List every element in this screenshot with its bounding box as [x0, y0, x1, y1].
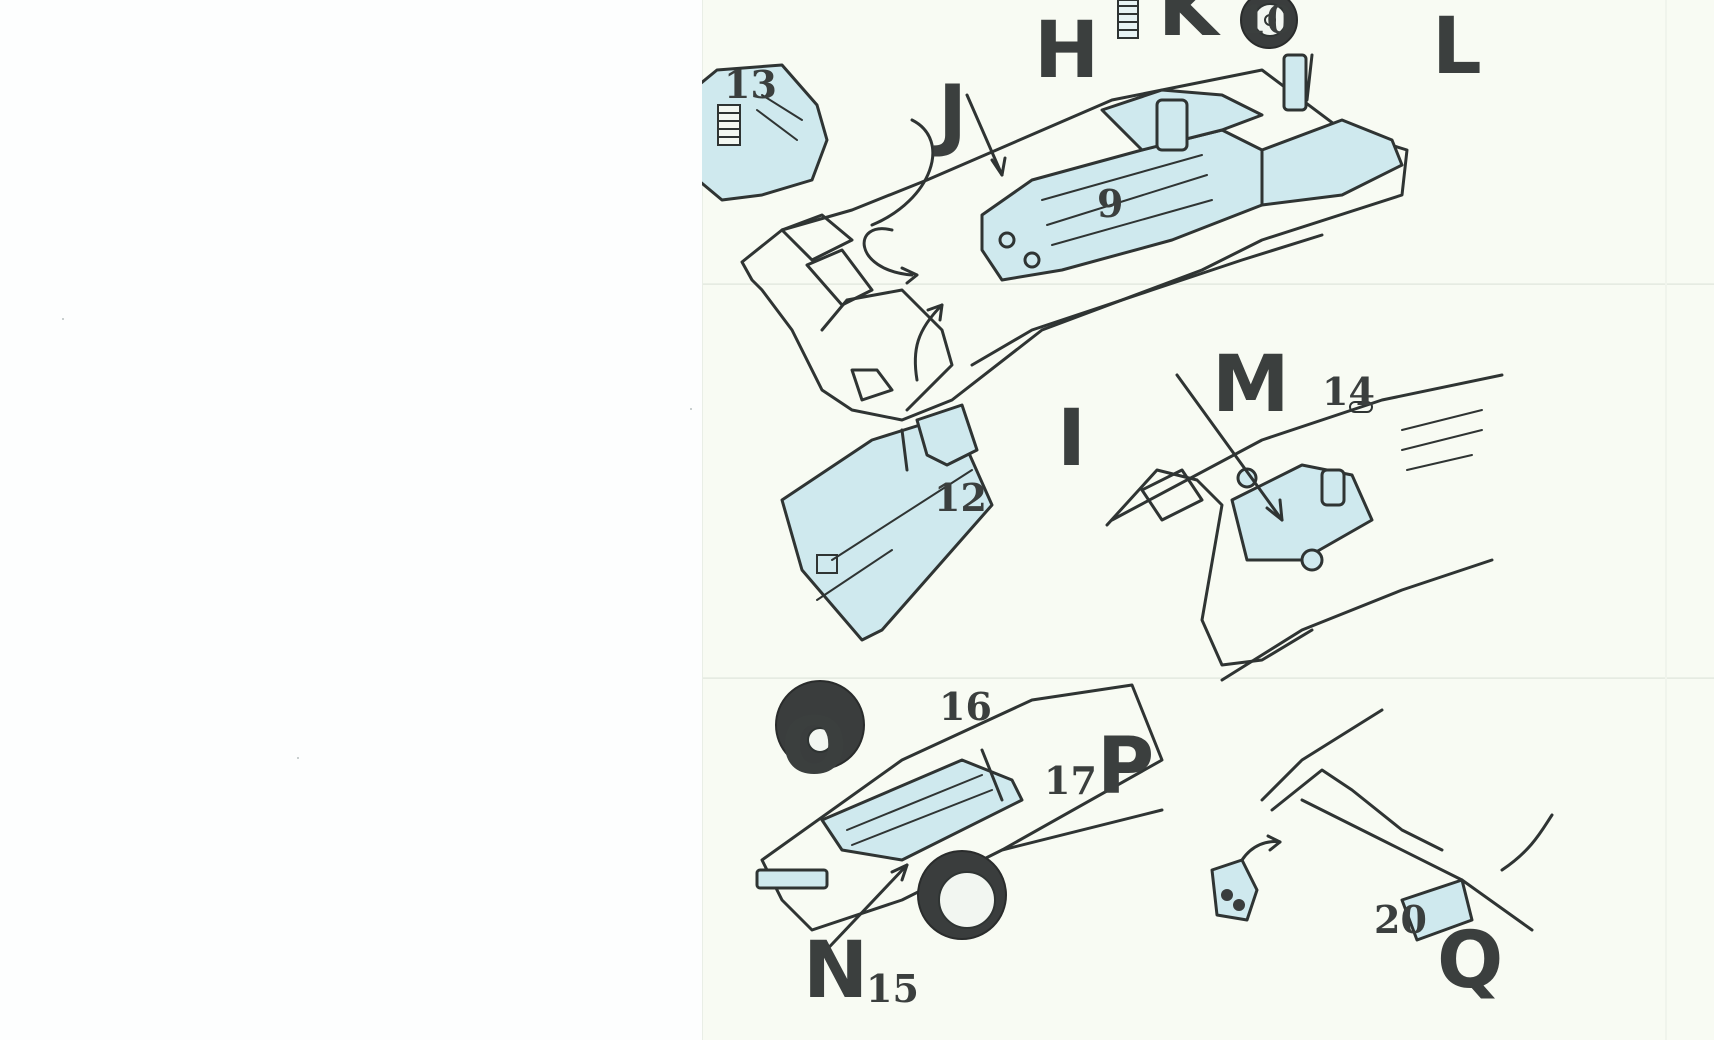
- fold-line-lower: [703, 677, 1714, 679]
- seat-part: [915, 403, 979, 467]
- step-letter-q: Q: [1437, 916, 1503, 1006]
- part-number-14: 14: [1322, 369, 1375, 414]
- paper-speck: [690, 408, 692, 410]
- light-part-20: [1210, 858, 1259, 922]
- part-number-15: 15: [866, 966, 919, 1011]
- step-letter-o: O: [781, 702, 847, 792]
- part-number-9: 9: [1097, 181, 1124, 226]
- rear-pan-part: [1260, 118, 1404, 207]
- part-number-17: 17: [1044, 758, 1097, 803]
- step-letter-i: I: [1057, 394, 1086, 484]
- chassis-main-assembly: [740, 53, 1409, 422]
- gear-box-part-13: [702, 63, 829, 202]
- wheel-part-16: [775, 680, 865, 770]
- blank-left-page: [0, 0, 702, 1040]
- step-letter-n: N: [803, 926, 868, 1016]
- step-letter-l: L: [1432, 2, 1482, 92]
- assembly-illustration: [702, 0, 1554, 962]
- fold-line-upper: [703, 283, 1714, 285]
- step-letter-m: M: [1212, 340, 1290, 430]
- axle-part-15: [755, 868, 829, 890]
- chassis-step-q: [1210, 708, 1554, 942]
- axle-bracket-part: [820, 758, 1024, 862]
- post-part: [1282, 53, 1308, 112]
- part-number-20: 20: [1374, 897, 1427, 942]
- spring-part-10: [1117, 0, 1139, 39]
- step-letter-k: K: [1158, 0, 1218, 54]
- step-letter-h: H: [1034, 6, 1099, 96]
- body-part-12: [780, 403, 994, 642]
- step-letter-p: P: [1097, 722, 1154, 812]
- step-letter-j: J: [938, 70, 967, 160]
- part-number-12: 12: [934, 475, 987, 520]
- paper-speck: [297, 757, 299, 759]
- wheel-part-l: [1240, 0, 1298, 49]
- fold-line-vertical: [1665, 0, 1667, 1040]
- part-number-16: 16: [939, 684, 992, 729]
- part-number-13: 13: [724, 62, 777, 107]
- bumper-part: [1400, 878, 1474, 942]
- chassis-step-o-p-n: [755, 680, 1164, 962]
- chassis-step-m: [1105, 373, 1504, 682]
- part-number-10: 10: [1240, 0, 1293, 42]
- paper-speck: [62, 318, 64, 320]
